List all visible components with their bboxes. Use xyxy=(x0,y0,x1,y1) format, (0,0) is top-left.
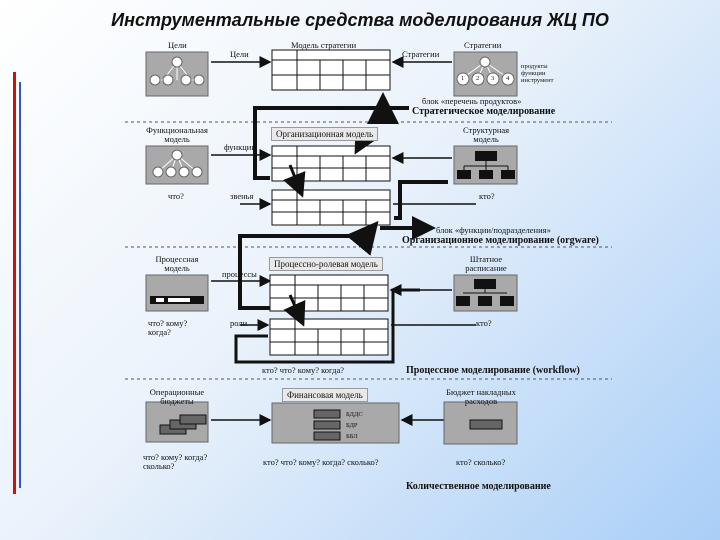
process-model-grid-bottom xyxy=(269,318,389,356)
operational-budgets-label: Операционные бюджеты xyxy=(149,387,205,406)
structural-model-label: Структурная модель xyxy=(462,125,510,144)
process-section-title: Процессное моделирование (workflow) xyxy=(406,365,580,376)
functional-model-box xyxy=(145,145,209,185)
org-model-grid-bottom xyxy=(271,189,391,226)
functions-arrow-label: функции xyxy=(224,142,256,152)
slide-title: Инструментальные средства моделирования … xyxy=(111,10,609,30)
staff-schedule-label: Штатное расписание xyxy=(465,254,507,273)
process-who-label: кто? xyxy=(476,318,492,328)
process-model-grid-top xyxy=(269,274,389,312)
operational-budgets-box xyxy=(145,401,209,443)
staff-schedule-box xyxy=(453,274,518,312)
strategy-model-grid xyxy=(271,49,391,91)
process-model-box xyxy=(145,274,209,312)
financial-q-right-label: кто? сколько? xyxy=(456,457,506,467)
org-block-label: блок «функции/подразделения» xyxy=(436,225,551,235)
process-model-label: Процессная модель xyxy=(155,254,199,273)
strategy-block-label: блок «перечень продуктов» xyxy=(422,96,522,106)
strategy-side-labels: продукты функции инструмент xyxy=(521,63,554,85)
goals-box xyxy=(145,51,209,97)
org-model-grid-top xyxy=(271,145,391,182)
process-model-title: Процессно-ролевая модель xyxy=(269,257,383,271)
strategy-model-title: Модель стратегии xyxy=(291,40,357,50)
strategy-tag-2: 2 xyxy=(476,75,480,82)
org-links-label: звенья xyxy=(230,191,254,201)
structural-model-box xyxy=(453,145,518,185)
strategic-section-title: Стратегическое моделирование xyxy=(412,106,556,117)
org-what-label: что? xyxy=(168,191,184,201)
strategy-tag-4: 4 xyxy=(506,75,510,82)
budget-bbl: ББЛ xyxy=(346,433,358,440)
strategy-box-label: Стратегии xyxy=(464,40,502,50)
financial-q-mid-label: кто? что? кому? когда? сколько? xyxy=(263,457,379,467)
overhead-budget-box xyxy=(443,401,518,445)
functional-model-label: Функциональная модель xyxy=(146,125,208,144)
red-accent-line xyxy=(13,72,16,494)
strategy-tag-1: 1 xyxy=(461,75,465,82)
strategy-tag-3: 3 xyxy=(491,75,495,82)
goals-box-label: Цели xyxy=(168,40,187,50)
blue-accent-line xyxy=(19,82,21,488)
process-bottom-question: кто? что? кому? когда? xyxy=(262,365,344,375)
overhead-budget-label: Бюджет накладных расходов xyxy=(446,387,516,406)
financial-model-title: Финансовая модель xyxy=(282,388,368,402)
goals-arrow-label: Цели xyxy=(230,49,249,59)
org-section-title: Организационное моделирование (orgware) xyxy=(402,235,599,246)
strategy-box xyxy=(453,51,518,97)
processes-arrow-label: процессы xyxy=(222,269,257,279)
org-who-label: кто? xyxy=(479,191,495,201)
budget-bdds: БДДС xyxy=(346,411,363,418)
org-model-title: Организационная модель xyxy=(271,127,379,141)
budget-bdr: БДР xyxy=(346,422,358,429)
roles-label: роли xyxy=(230,318,248,328)
financial-q1-label: что? кому? когда? сколько? xyxy=(143,452,208,471)
strategy-arrow-label: Стратегии xyxy=(402,49,440,59)
process-q1-label: что? кому? когда? xyxy=(148,318,188,337)
financial-section-title: Количественное моделирование xyxy=(406,481,551,492)
